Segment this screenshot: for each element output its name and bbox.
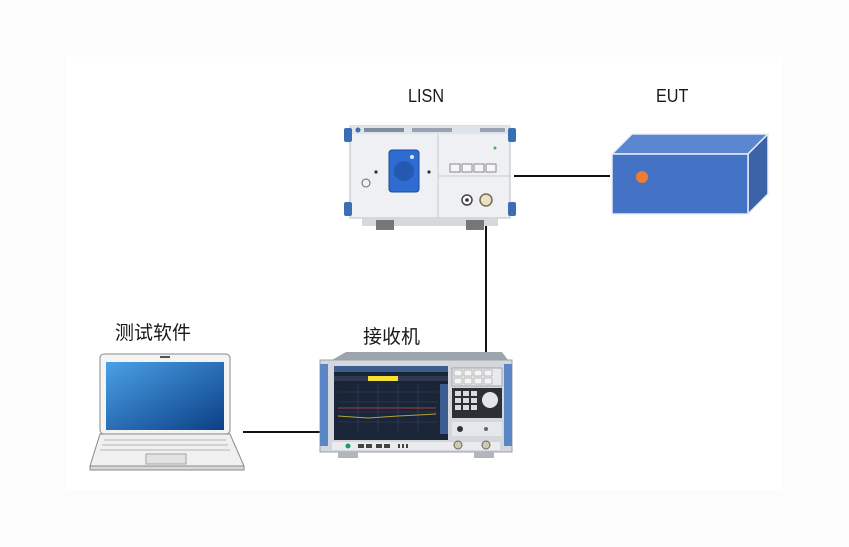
eut-label: EUT: [656, 86, 689, 106]
wire-lisn-eut: [514, 175, 610, 177]
software-label: 测试软件: [115, 322, 192, 344]
receiver-device-icon: [319, 352, 513, 458]
lisn-label: LISN: [408, 86, 445, 106]
wire-lisn-receiver: [485, 203, 487, 449]
eut-device-icon: [610, 132, 770, 216]
receiver-label: 接收机: [363, 326, 421, 348]
wire-software-receiver: [243, 431, 321, 433]
laptop-icon: [89, 353, 245, 471]
lisn-device-icon: [344, 125, 516, 230]
